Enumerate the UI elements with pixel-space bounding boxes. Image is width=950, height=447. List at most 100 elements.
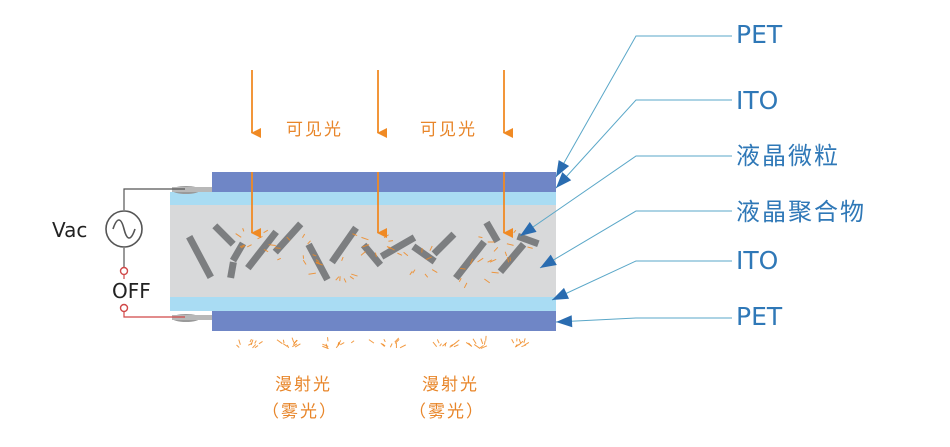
inner-scatter-ray [308, 272, 316, 275]
inner-scatter-ray [307, 240, 311, 245]
outer-scatter-ray [254, 345, 259, 349]
inner-scatter-ray [388, 246, 395, 251]
inner-scatter-ray [315, 262, 323, 266]
inner-scatter-ray [341, 256, 344, 261]
inner-scatter-ray [312, 254, 317, 257]
outer-scatter-ray [439, 343, 442, 347]
outer-scatter-ray [282, 343, 288, 347]
outer-scatter-ray [238, 339, 241, 345]
ac-source-icon [105, 210, 143, 248]
outer-scatter-ray [394, 337, 400, 343]
lc-polymer-layer [170, 205, 556, 297]
lc-particle-4 [245, 229, 279, 271]
label-visible-light-left: 可见光 [286, 120, 343, 140]
outer-scatter-ray [399, 344, 406, 349]
outer-scatter-ray [523, 338, 526, 344]
inner-scatter-ray [286, 236, 291, 241]
inner-scatter-ray [235, 233, 242, 238]
leader-line-6 [555, 317, 732, 323]
inner-scatter-ray [489, 258, 497, 263]
outer-scatter-ray [293, 339, 298, 346]
outer-scatter-ray [291, 337, 295, 343]
label-ito-top: ITO [736, 86, 779, 115]
inner-scatter-ray [429, 245, 433, 251]
inner-scatter-ray [374, 252, 377, 258]
inner-scatter-ray [403, 251, 409, 257]
label-lc-polymer: 液晶聚合物 [736, 198, 866, 226]
label-haze-left: （雾光） [262, 402, 338, 422]
ito-bottom-layer [170, 297, 556, 311]
outer-scatter-ray [432, 341, 438, 347]
leader-arrowhead-5 [552, 287, 570, 300]
inner-scatter-ray [268, 244, 276, 247]
leader-line-5 [551, 260, 732, 301]
inner-scatter-ray [477, 257, 484, 263]
outer-scatter-ray [515, 343, 519, 348]
label-ito-bottom: ITO [736, 246, 779, 275]
inner-scatter-ray [458, 277, 462, 283]
outer-scatter-ray [480, 338, 484, 345]
inner-scatter-ray [493, 246, 499, 252]
inner-scatter-ray [409, 271, 413, 276]
inner-scatter-ray [274, 247, 281, 249]
inner-scatter-ray [459, 267, 466, 270]
outer-scatter-ray [514, 344, 518, 348]
inner-scatter-ray [362, 244, 370, 248]
inner-scatter-ray [478, 236, 483, 239]
label-visible-light-right: 可见光 [420, 120, 477, 140]
lc-particle-10 [411, 243, 437, 265]
inner-scatter-ray [352, 233, 358, 237]
label-diffuse-light-left: 漫射光 [275, 375, 332, 395]
lc-particle-14 [497, 241, 527, 275]
inner-scatter-ray [242, 228, 245, 232]
outer-scatter-ray [389, 343, 393, 348]
outer-scatter-ray [473, 344, 480, 349]
inner-scatter-ray [527, 246, 533, 249]
label-lc-particle: 液晶微粒 [736, 142, 840, 170]
outer-scatter-ray [465, 342, 472, 347]
inner-scatter-ray [388, 240, 394, 242]
outer-scatter-ray [254, 340, 257, 344]
incident-light-arrows [251, 70, 513, 238]
pet-top-layer [212, 172, 556, 192]
inner-scatter-ray [263, 249, 269, 253]
label-diffuse-light-right: 漫射光 [422, 375, 479, 395]
inner-scatter-ray [424, 273, 429, 278]
leader-line-1 [555, 35, 732, 178]
lc-particle-12 [453, 239, 487, 281]
outer-scatter-ray [282, 339, 285, 344]
inner-scatter-ray [349, 276, 355, 280]
inner-scatter-ray [431, 269, 438, 273]
inner-scatter-ray [240, 245, 246, 249]
outer-scatter-ray [368, 339, 375, 344]
outer-scatter-ray [521, 344, 527, 348]
leader-arrowhead-1 [556, 160, 570, 177]
inner-scatter-ray [239, 244, 245, 248]
outer-scatter-ray [394, 338, 400, 344]
inner-scatter-ray [397, 252, 403, 256]
outer-scatter-ray [480, 345, 488, 349]
inner-scatter-ray [246, 244, 252, 248]
outer-scatter-ray [350, 340, 355, 344]
inner-scatter-ray [487, 259, 493, 263]
outer-scatter-ray [453, 344, 459, 348]
outer-scatter-ray [449, 344, 454, 348]
outer-scatter-ray [450, 343, 455, 347]
leader-arrowhead-6 [556, 315, 573, 328]
inner-scatter-ray [491, 271, 499, 274]
inner-scatter-ray [277, 257, 282, 261]
outer-scatter-ray [292, 343, 298, 348]
inner-scatter-ray [425, 256, 432, 260]
outer-scatter-ray [382, 343, 386, 347]
outer-scatter-ray [442, 342, 448, 347]
outer-scatter-ray [322, 345, 329, 350]
lc-particle-7 [329, 225, 359, 265]
label-leader-lines [519, 35, 732, 328]
inner-scatter-ray [315, 261, 321, 264]
lc-particle-2 [212, 223, 236, 247]
outer-scatter-ray [335, 342, 341, 349]
outer-scatter-ray [252, 344, 257, 349]
inner-scatter-ray [343, 278, 347, 283]
outer-scatter-ray [340, 342, 345, 346]
